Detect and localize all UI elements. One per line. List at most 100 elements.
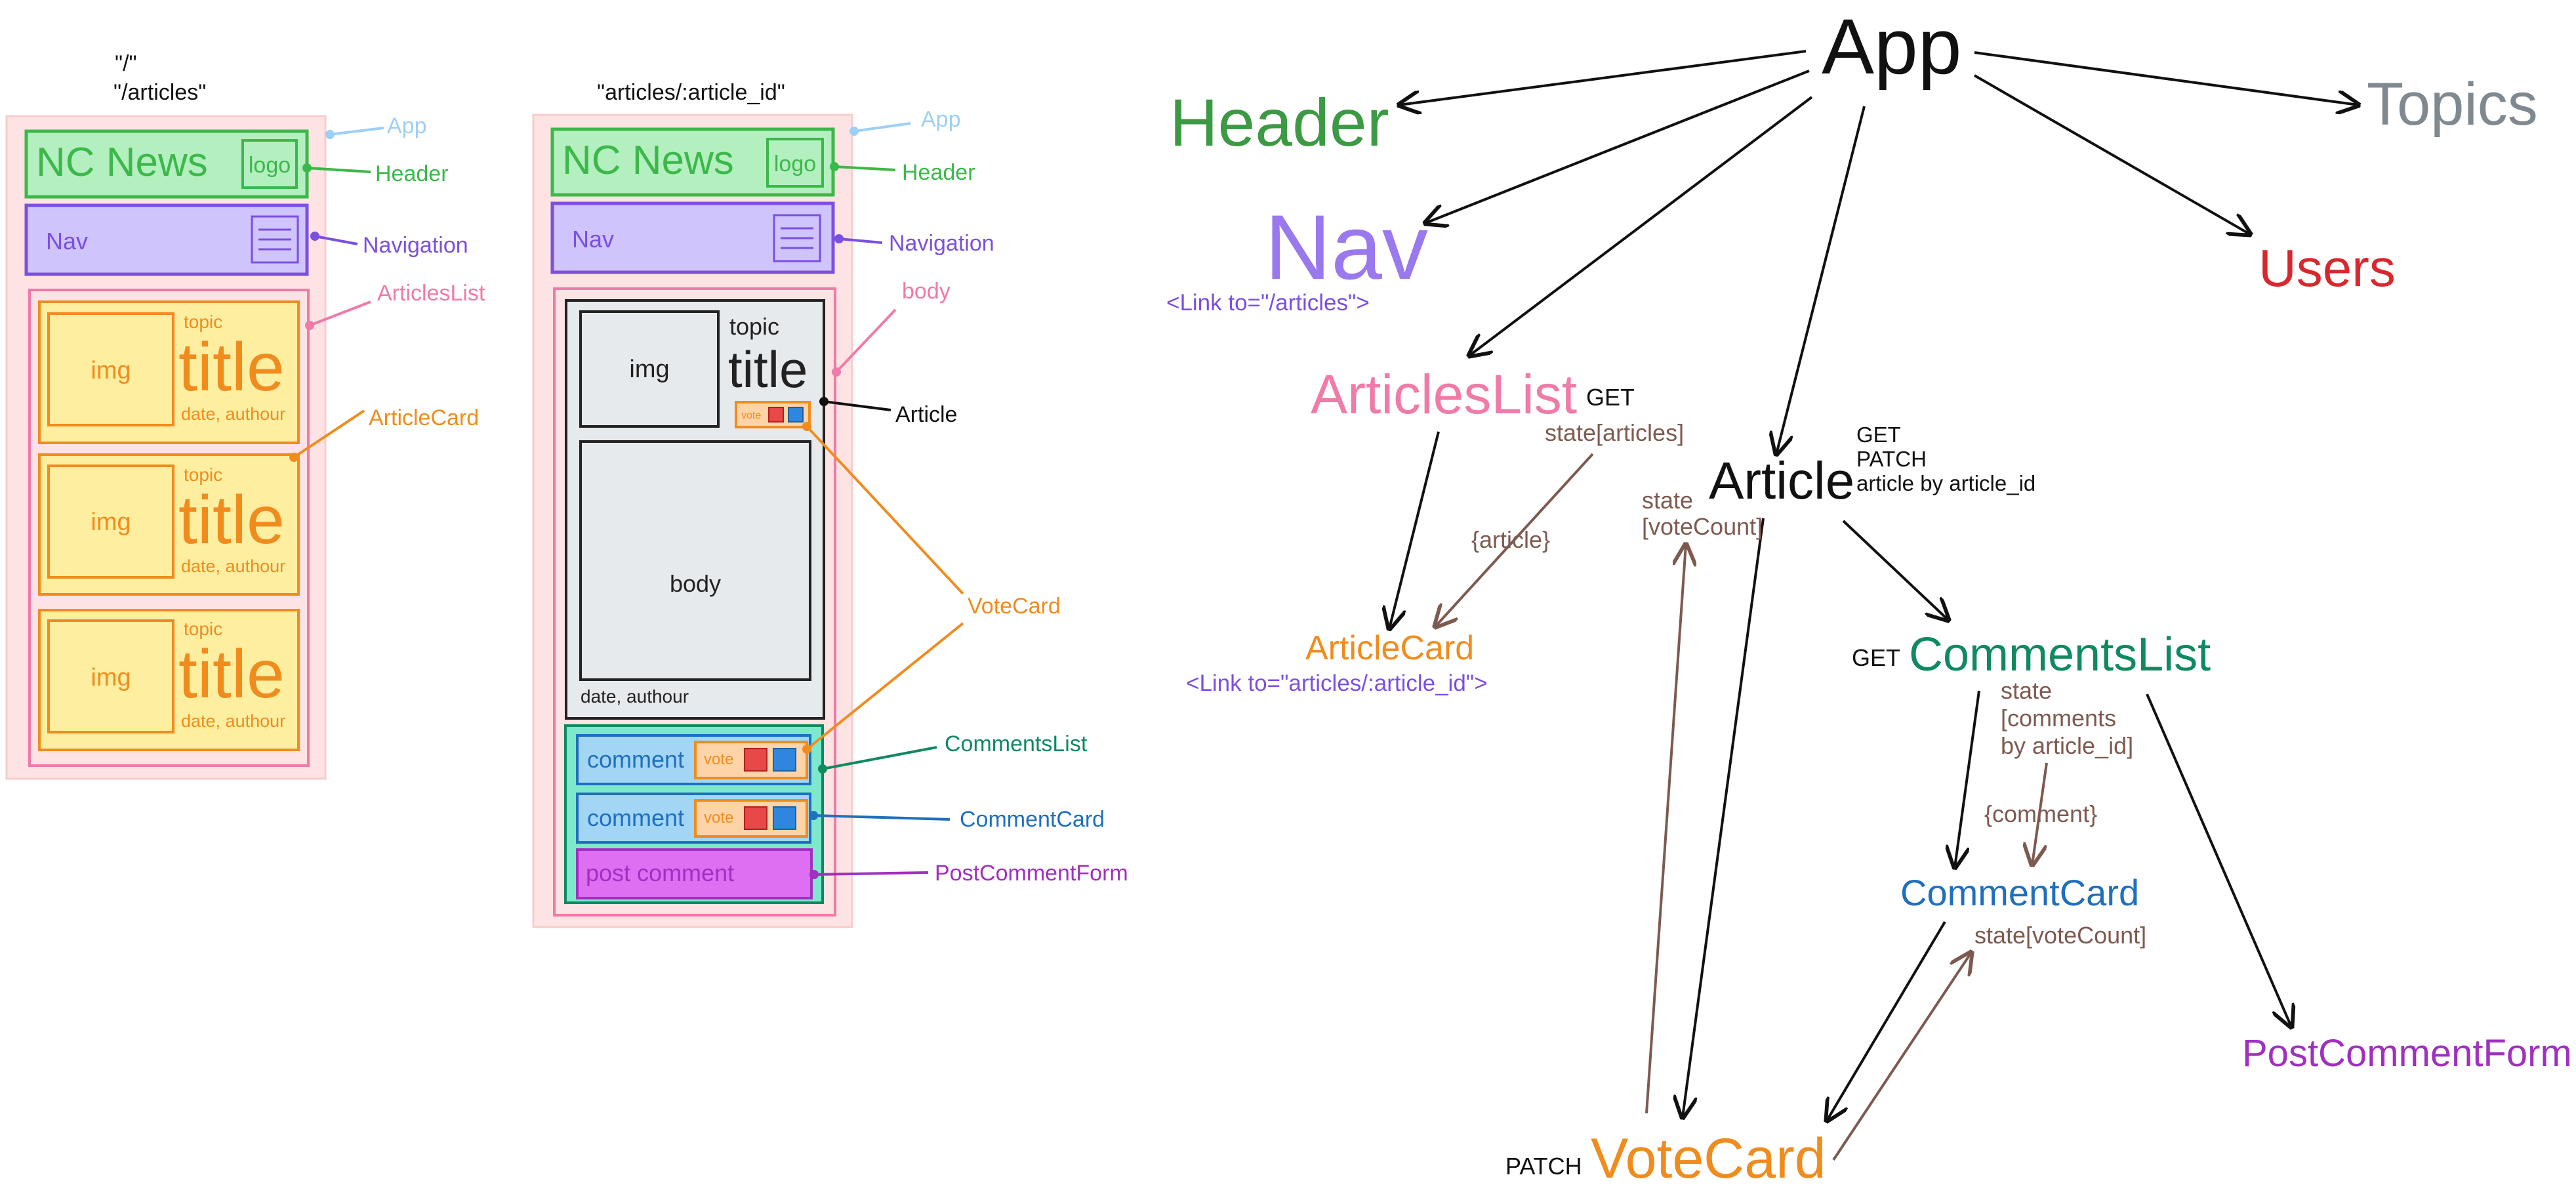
upvote-button[interactable] [773,806,796,830]
callout-comment-card: CommentCard [960,807,1105,832]
comment-prop: {comment} [1984,800,2097,827]
callout-post-comment-form: PostCommentForm [935,861,1128,886]
article-img-box [579,310,720,428]
edge-app-topics [1974,51,2358,105]
node-post-comment-form: PostCommentForm [2242,1032,2572,1075]
articles-list-get: GET [1586,384,1635,411]
callout-line [806,622,964,751]
callout-article-card: ArticleCard [369,405,479,430]
upvote-button[interactable] [788,407,804,423]
callout-line [835,308,897,373]
callout-dot [289,453,298,462]
node-articles-list: ArticlesList [1311,363,1577,425]
edge-app-header [1399,50,1807,105]
vote-label-small: vote [741,410,761,421]
callout-line [293,409,365,459]
article-title: title [728,340,808,398]
article-img-label: img [629,356,669,383]
state-comments-line: by article_id] [2001,732,2133,759]
edge-app-nav [1425,70,1810,223]
edge-state-votecount2 [1832,953,1971,1161]
votecard-patch: PATCH [1505,1153,1582,1180]
callout-line [822,746,937,770]
edge-article-comments-list [1842,520,1948,620]
card-img-box [47,619,174,733]
callout-app: App [921,107,961,132]
edge-state-comments [2032,762,2048,865]
callout-dot [325,130,335,139]
node-comment-card: CommentCard [1900,872,2139,913]
post-comment-form[interactable] [576,848,813,899]
card-topic: topic [184,464,222,485]
callout-line [838,237,883,244]
nav-link-label: <Link to="/articles"> [1166,290,1370,316]
callout-line [823,400,891,411]
route-root: "/" [115,51,137,76]
route-articles: "/articles" [113,80,206,105]
callout-dot [305,321,314,330]
edge-state-votecount-up [1645,545,1686,1114]
callout-dot [832,367,841,377]
callout-app: App [387,113,427,138]
state-articles: state[articles] [1545,419,1684,446]
state-comments-line: [comments [2001,705,2116,732]
node-article: Article [1709,451,1854,510]
downvote-button[interactable] [744,748,767,772]
callout-line [309,300,371,327]
callout-header: Header [375,161,449,186]
callout-navigation: Navigation [363,233,468,258]
article-card: img topic title date, authour [38,300,300,444]
card-img-label: img [91,357,131,384]
comments-list-get: GET [1852,644,1900,671]
callout-body: body [902,279,951,304]
callout-dot [834,234,844,243]
vote-label: vote [704,751,733,768]
comment-card: comment vote [576,793,811,844]
callout-line [834,165,896,171]
downvote-button[interactable] [744,806,767,830]
upvote-button[interactable] [773,748,796,772]
header-title: NC News [562,138,734,183]
edge-comments-list-post-comment-form [2146,693,2291,1027]
callout-article: Article [895,402,957,427]
card-topic: topic [184,619,222,639]
callout-navigation: Navigation [889,231,994,256]
node-article-card: ArticleCard [1305,629,1474,667]
card-img-box [47,464,174,579]
article-meta: date, authour [581,686,689,707]
node-app: App [1822,3,1962,91]
article-card: img topic title date, authour [38,453,300,596]
edge-comment-card-vote-card [1827,920,1946,1121]
card-img-label: img [91,508,131,536]
node-header: Header [1170,85,1389,160]
article-method: article by article_id [1856,471,2035,495]
callout-dot [809,870,819,879]
card-meta: date, authour [181,556,285,576]
node-comments-list: CommentsList [1909,629,2211,681]
card-img-box [47,312,174,426]
card-title: title [178,636,285,712]
header-title: NC News [36,140,208,185]
post-comment-label: post comment [586,859,734,886]
article-card: img topic title date, authour [38,609,300,751]
card-meta: date, authour [181,711,285,731]
logo-label: logo [249,153,291,178]
comment-text: comment [587,746,684,773]
state-comments-line: state [2001,677,2052,704]
callout-dot [802,422,811,431]
callout-dot [302,163,312,173]
edge-state-articles [1435,453,1594,627]
component-tree: App Header Topics Nav <Link to="/article… [1166,3,2572,1190]
comment-text: comment [587,804,684,831]
callout-vote-card: VoteCard [968,594,1061,619]
article-method: PATCH [1856,447,1927,471]
article-topic: topic [729,313,779,340]
downvote-button[interactable] [768,407,784,423]
callout-dot [809,811,818,820]
article-method: GET [1856,423,1901,447]
callout-line [306,167,371,173]
state-votecount-line: [voteCount] [1642,513,1763,540]
callout-line [813,814,951,821]
callout-dot [849,127,859,136]
